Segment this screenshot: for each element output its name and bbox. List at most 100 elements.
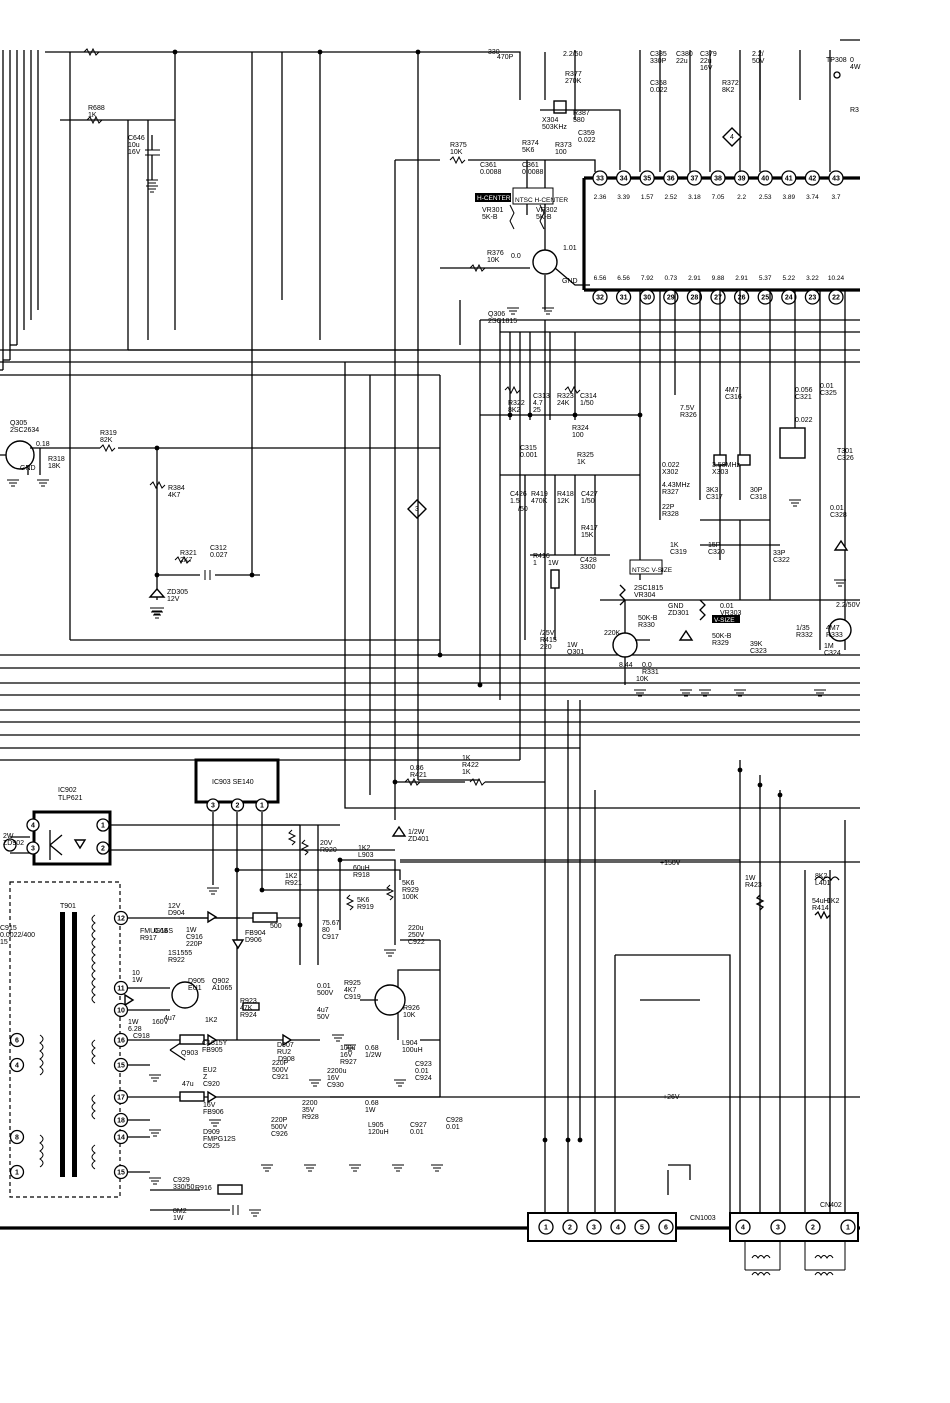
ground-symbol [814, 689, 826, 697]
ic-bottom-pin-26-number: 26 [738, 295, 746, 302]
component-label: R318 [48, 456, 65, 463]
junction-dot [527, 412, 533, 418]
component-label: /50 [518, 506, 528, 513]
component-label: C926 [271, 1131, 288, 1138]
ground-symbol [149, 1177, 161, 1185]
cn1003-pin-2: 2 [562, 1219, 578, 1235]
component-label: C314 [580, 393, 597, 400]
component-label: 22P [662, 504, 675, 511]
component-label: 100uH [402, 1047, 423, 1054]
component-label: GND [562, 278, 578, 285]
component-label: 50K-B [712, 633, 732, 640]
component-label: 1.5 [510, 498, 520, 505]
transformer-label: T901 [60, 903, 76, 910]
component-label: 0.01 [415, 1068, 429, 1075]
ground-symbol [394, 1079, 406, 1087]
component-label: L905 [368, 1122, 384, 1129]
tag-h-center: H-CENTER [477, 195, 511, 202]
component-label: 330/50 [173, 1184, 195, 1191]
component-label: 2.2/50V [836, 602, 860, 609]
component-label: C315 [520, 445, 537, 452]
component-label: FMPG12S [203, 1136, 236, 1143]
ground-symbol [249, 1209, 261, 1217]
junction-dot [572, 412, 578, 418]
ic-bottom-pin-24: 24 [781, 289, 797, 305]
junction-dot [392, 779, 398, 785]
component-label: R916 [195, 1185, 212, 1192]
component-label: R323 [557, 393, 574, 400]
component-label: A1065 [212, 985, 232, 992]
ic-top-volt-41: 3.89 [782, 194, 795, 201]
component-label: R329 [712, 640, 729, 647]
cn1003-pin-2-number: 2 [568, 1225, 572, 1232]
junction-dot [154, 572, 160, 578]
ic-bottom-volt-29: 0.73 [664, 275, 677, 282]
component-label: 330 [488, 49, 500, 56]
component-label: FB905 [202, 1047, 223, 1054]
component-label: C380 [676, 51, 693, 58]
ic-top-volt-35: 1.57 [641, 194, 654, 201]
component-label: R927 [340, 1059, 357, 1066]
component-label: R922 [168, 957, 185, 964]
component-label: C927 [410, 1122, 427, 1129]
ic-top-pin-37: 37 [686, 170, 703, 186]
junction-dot [415, 49, 421, 55]
component-label: Q301 [567, 649, 584, 656]
component-label: C323 [750, 648, 767, 655]
component-label: 0.0 [511, 253, 521, 260]
junction-dot [477, 682, 483, 688]
component-label: 25 [533, 407, 541, 414]
ic902-pin-4: 4 [26, 818, 40, 832]
component-label: 30P [750, 487, 763, 494]
component-label: R319 [100, 430, 117, 437]
component-label: FB906 [203, 1109, 224, 1116]
transformer-pin-10-2: 10 [113, 1002, 129, 1018]
ic903-pin-3-number: 3 [211, 803, 215, 810]
component-label: C924 [415, 1075, 432, 1082]
cn1003-pin-3: 3 [586, 1219, 602, 1235]
component-label: L401 [815, 880, 831, 887]
component-label: 0.01 [410, 1129, 424, 1136]
component-label: 1K2 [827, 898, 840, 905]
component-label: R924 [240, 1012, 257, 1019]
component-label: 1S1555 [168, 950, 192, 957]
component-label: C359 [578, 130, 595, 137]
ic-bottom-volt-24: 5.22 [782, 275, 795, 282]
component-label: Q902 [212, 978, 229, 985]
component-label: 2SC1815 [634, 585, 663, 592]
component-label: 0.0 [642, 662, 652, 669]
component-label: 330P [650, 58, 667, 65]
junction-dot [297, 922, 303, 928]
ic-top-volt-36: 2.52 [664, 194, 677, 201]
component-label: 12V [167, 596, 180, 603]
ic-bottom-pin-24-number: 24 [785, 295, 793, 302]
ic-top-pin-41: 41 [781, 170, 797, 186]
tag-ntsc-h-center: NTSC H-CENTER [515, 197, 568, 204]
component-label: 54uH [812, 898, 829, 905]
transformer-primary-pin-6-number: 6 [15, 1038, 19, 1045]
component-label: Q305 [10, 420, 27, 427]
ground-symbol [332, 1034, 344, 1042]
component-label: D908 [278, 1056, 295, 1063]
component-label: 8.44 [619, 662, 633, 669]
component-label: C919 [344, 994, 361, 1001]
junction-dot [172, 49, 178, 55]
component-label: C326 [837, 455, 854, 462]
component-label: 10K [487, 257, 500, 264]
component-label: R929 [402, 887, 419, 894]
component-label: ZD401 [408, 836, 429, 843]
ic-bottom-pin-28-number: 28 [691, 295, 699, 302]
component-label: R332 [796, 632, 813, 639]
component-label: 1W [186, 927, 197, 934]
cn1003-pin-6: 6 [658, 1219, 674, 1235]
component-label: R918 [353, 872, 370, 879]
ic-top-pin-42: 42 [804, 170, 821, 186]
component-label: L903 [358, 852, 374, 859]
component-label: 4W [850, 64, 861, 71]
component-label: 12V [168, 903, 181, 910]
component-label: GND [20, 465, 36, 472]
ic903-pin-2-number: 2 [236, 803, 240, 810]
component-label: /25V [540, 630, 555, 637]
component-label: 8K2 [722, 87, 735, 94]
component-label: 0.056 [795, 387, 813, 394]
